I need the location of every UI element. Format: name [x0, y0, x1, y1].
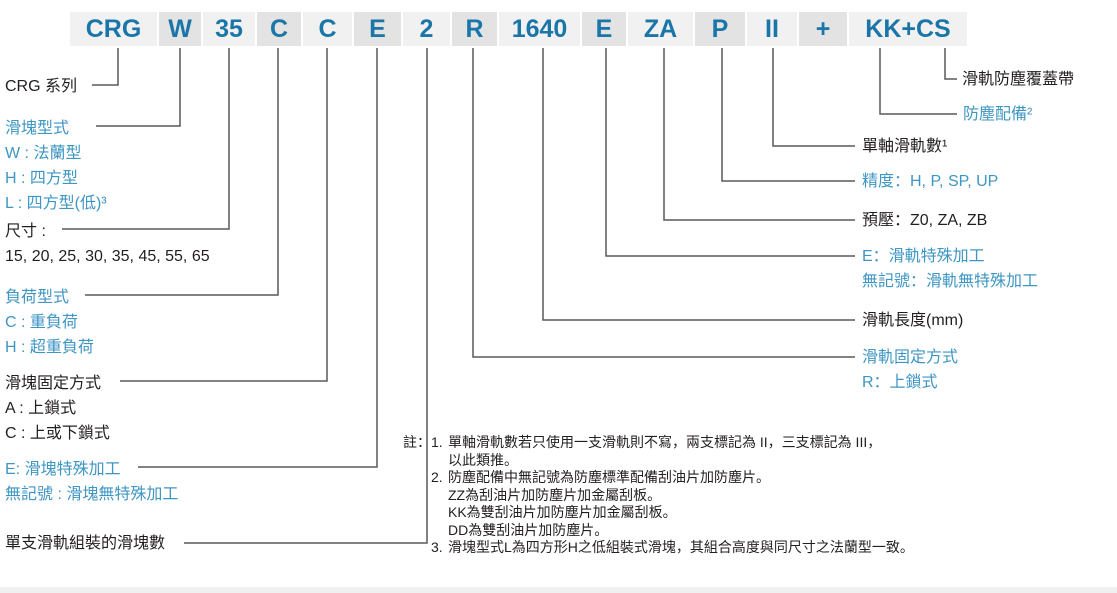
- label-line: W : 法蘭型: [5, 145, 82, 162]
- code-segment-dust: KK+CS: [849, 12, 967, 46]
- note-prefix: 註：: [403, 434, 431, 450]
- note-number: 1.: [431, 434, 443, 450]
- note-line: DD為雙刮油片加防塵片。: [448, 521, 609, 538]
- label-rail-dust-cover: 滑軌防塵覆蓋帶: [962, 67, 1074, 92]
- note-line: 註：1.單軸滑軌數若只使用一支滑軌則不寫，兩支標記為 II，三支標記為 III，: [403, 434, 882, 450]
- label-line: 滑塊固定方式: [5, 375, 102, 392]
- label-line: 防塵配備²: [963, 106, 1033, 123]
- code-segment-block-mount: C: [303, 12, 352, 46]
- note-number: 2.: [431, 469, 443, 485]
- label-line: 預壓：Z0, ZA, ZB: [862, 212, 988, 229]
- label-load-type: 負荷型式 C : 重負荷 H : 超重負荷: [5, 285, 94, 360]
- code-segment-rail-count: II: [747, 12, 797, 46]
- label-line: 尺寸 :: [5, 223, 46, 240]
- label-rail-length: 滑軌長度(mm): [862, 308, 963, 333]
- label-rail-special-machining: E：滑軌特殊加工 無記號：滑軌無特殊加工: [862, 244, 1038, 294]
- label-rail-mounting: 滑軌固定方式 R：上鎖式: [862, 345, 958, 395]
- label-line: C : 上或下鎖式: [5, 425, 110, 442]
- page-section-divider: [0, 587, 1117, 593]
- note-number: 3.: [431, 539, 443, 555]
- code-segment-rail-length: 1640: [499, 12, 580, 46]
- label-line: A : 上鎖式: [5, 400, 77, 417]
- label-size: 尺寸 : 15, 20, 25, 30, 35, 45, 55, 65: [5, 219, 210, 269]
- label-line: E：滑軌特殊加工: [862, 248, 985, 265]
- note-line: KK為雙刮油片加防塵片加金屬刮板。: [448, 504, 677, 520]
- code-segment-block-special: E: [354, 12, 401, 46]
- note-line: ZZ為刮油片加防塵片加金屬刮板。: [448, 486, 662, 503]
- note-line: 2.防塵配備中無記號為防塵標準配備刮油片加防塵片。: [431, 469, 770, 485]
- code-segment-plus: +: [799, 12, 847, 46]
- note-line: 3.滑塊型式L為四方形H之低組裝式滑塊，其組合高度與同尺寸之法蘭型一致。: [431, 539, 914, 555]
- label-line: 滑軌防塵覆蓋帶: [962, 71, 1075, 88]
- label-line: 無記號：滑軌無特殊加工: [862, 273, 1039, 290]
- label-line: H : 四方型: [5, 170, 78, 187]
- code-segment-preload: ZA: [628, 12, 693, 46]
- code-segment-precision: P: [695, 12, 745, 46]
- label-block-type: 滑塊型式 W : 法蘭型 H : 四方型 L : 四方型(低)³: [5, 116, 107, 216]
- label-line: L : 四方型(低)³: [5, 195, 107, 212]
- label-line: 單軸滑軌數¹: [862, 138, 948, 155]
- label-line: 滑軌長度(mm): [862, 312, 964, 329]
- label-rails-per-axis: 單軸滑軌數¹: [862, 134, 947, 159]
- code-segment-load-type: C: [257, 12, 301, 46]
- code-segment-block-type: W: [159, 12, 201, 46]
- label-line: R：上鎖式: [862, 374, 938, 391]
- label-line: 無記號 : 滑塊無特殊加工: [5, 486, 179, 503]
- label-blocks-per-rail: 單支滑軌組裝的滑塊數: [5, 531, 165, 556]
- label-line: 滑軌固定方式: [862, 349, 959, 366]
- label-line: 滑塊型式: [5, 120, 70, 137]
- label-block-mounting: 滑塊固定方式 A : 上鎖式 C : 上或下鎖式: [5, 371, 110, 446]
- label-line: E: 滑塊特殊加工: [5, 461, 121, 478]
- label-line: CRG 系列: [5, 78, 78, 95]
- code-segment-rail-special: E: [582, 12, 626, 46]
- label-dust-equipment: 防塵配備²: [963, 102, 1032, 127]
- label-line: 單支滑軌組裝的滑塊數: [5, 535, 166, 552]
- code-segment-size: 35: [203, 12, 255, 46]
- label-line: H : 超重負荷: [5, 339, 94, 356]
- label-line: 負荷型式: [5, 289, 70, 306]
- code-segment-rail-mount: R: [452, 12, 497, 46]
- note-line: 以此類推。: [448, 451, 518, 468]
- label-block-special-machining: E: 滑塊特殊加工 無記號 : 滑塊無特殊加工: [5, 457, 178, 507]
- label-line: C : 重負荷: [5, 314, 78, 331]
- label-precision: 精度：H, P, SP, UP: [862, 169, 998, 194]
- code-segment-series: CRG: [70, 12, 157, 46]
- label-line: 精度：H, P, SP, UP: [862, 173, 999, 190]
- label-crg-series: CRG 系列: [5, 74, 77, 99]
- label-preload: 預壓：Z0, ZA, ZB: [862, 208, 987, 233]
- notes: 註：1.單軸滑軌數若只使用一支滑軌則不寫，兩支標記為 II，三支標記為 III，…: [403, 434, 914, 557]
- label-line: 15, 20, 25, 30, 35, 45, 55, 65: [5, 248, 210, 265]
- code-segment-block-count: 2: [403, 12, 450, 46]
